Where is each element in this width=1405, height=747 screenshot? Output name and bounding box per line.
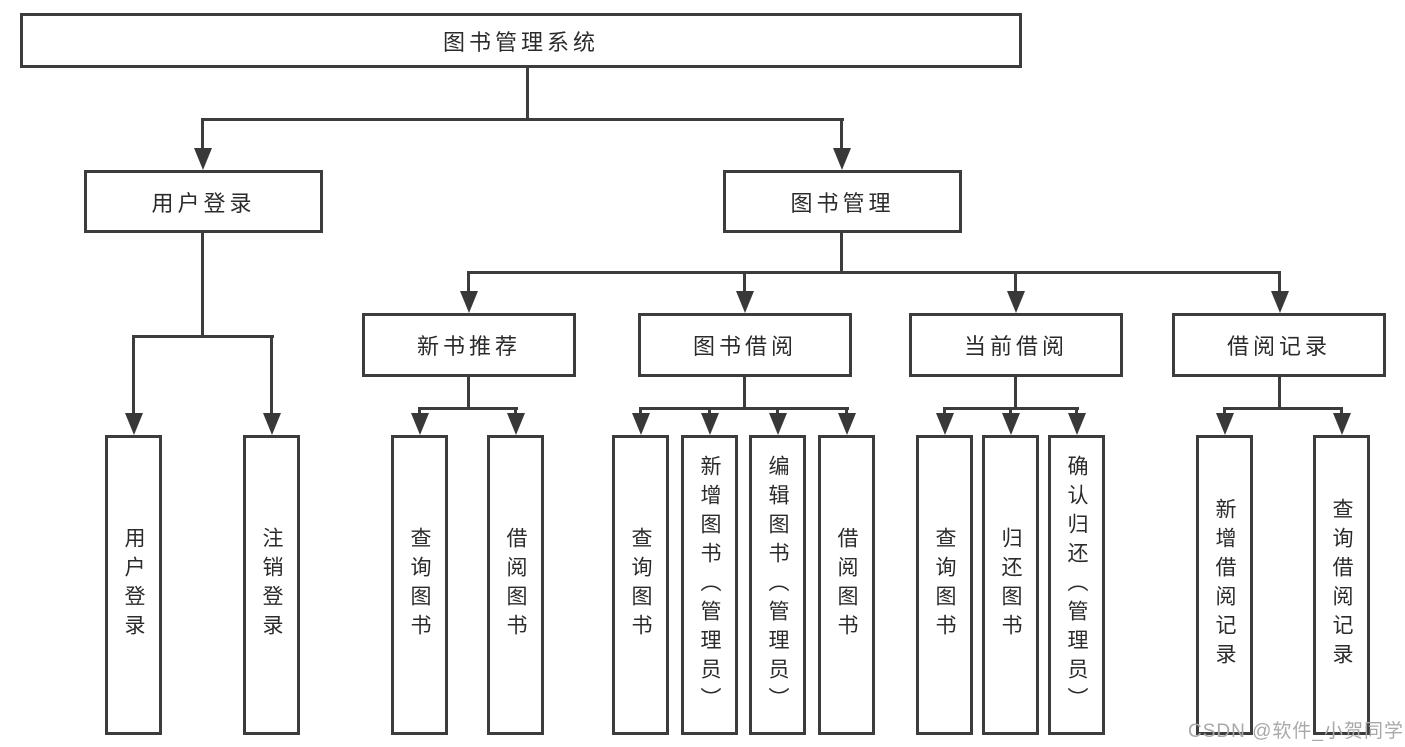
node-borrowing-records: 借阅记录 xyxy=(1172,313,1386,377)
connector-line xyxy=(132,335,135,415)
connector-line xyxy=(1014,271,1017,293)
connector-line xyxy=(418,407,421,415)
connector-line xyxy=(1278,377,1281,409)
leaf-user-login-label: 用户登录 xyxy=(122,527,145,643)
connector-line xyxy=(743,377,746,409)
arrow-down-icon xyxy=(194,148,212,170)
connector-line xyxy=(1278,271,1281,293)
leaf-edit-books-admin: 编辑图书（管理员） xyxy=(749,435,806,735)
node-root: 图书管理系统 xyxy=(20,13,1022,68)
connector-line xyxy=(1223,407,1343,410)
arrow-down-icon xyxy=(833,148,851,170)
connector-line xyxy=(1075,407,1078,415)
arrow-down-icon xyxy=(701,413,719,435)
leaf-add-books-admin: 新增图书（管理员） xyxy=(681,435,738,735)
node-user-login-label: 用户登录 xyxy=(151,190,256,216)
arrow-down-icon xyxy=(632,413,650,435)
connector-line xyxy=(418,407,518,410)
arrow-down-icon xyxy=(1271,291,1289,313)
leaf-label: 查询图书 xyxy=(629,527,652,643)
leaf-logout-label: 注销登录 xyxy=(260,527,283,643)
leaf-label: 借阅图书 xyxy=(835,527,858,643)
leaf-query-books-current: 查询图书 xyxy=(916,435,973,735)
arrow-down-icon xyxy=(936,413,954,435)
leaf-label: 编辑图书（管理员） xyxy=(766,454,789,716)
arrow-down-icon xyxy=(769,413,787,435)
connector-line xyxy=(201,118,204,150)
leaf-confirm-return-admin: 确认归还（管理员） xyxy=(1048,435,1105,735)
arrow-down-icon xyxy=(1007,291,1025,313)
connector-line xyxy=(1340,407,1343,415)
connector-line xyxy=(201,118,844,121)
leaf-query-borrow-record: 查询借阅记录 xyxy=(1313,435,1370,735)
arrow-down-icon xyxy=(411,413,429,435)
arrow-down-icon xyxy=(1068,413,1086,435)
arrow-down-icon xyxy=(125,413,143,435)
node-new-book-recommend-label: 新书推荐 xyxy=(416,334,521,359)
connector-line xyxy=(639,407,642,415)
connector-line xyxy=(1223,407,1226,415)
leaf-return-books: 归还图书 xyxy=(982,435,1039,735)
leaf-logout: 注销登录 xyxy=(243,435,300,735)
node-current-borrowing-label: 当前借阅 xyxy=(963,334,1068,359)
connector-line xyxy=(639,407,849,410)
connector-line xyxy=(1009,407,1012,415)
leaf-borrow-books: 借阅图书 xyxy=(818,435,875,735)
leaf-label: 新增借阅记录 xyxy=(1213,498,1236,672)
leaf-label: 查询图书 xyxy=(408,527,431,643)
connector-line xyxy=(132,335,274,338)
connector-line xyxy=(845,407,848,415)
leaf-user-login: 用户登录 xyxy=(105,435,162,735)
connector-line xyxy=(467,377,470,409)
node-book-borrowing-label: 图书借阅 xyxy=(692,334,797,359)
connector-line xyxy=(201,233,204,337)
connector-line xyxy=(1014,377,1017,409)
node-new-book-recommend: 新书推荐 xyxy=(362,313,576,377)
arrow-down-icon xyxy=(838,413,856,435)
connector-line xyxy=(840,118,843,150)
connector-line xyxy=(840,233,843,273)
connector-line xyxy=(743,271,746,293)
node-user-login: 用户登录 xyxy=(84,170,323,233)
arrow-down-icon xyxy=(1216,413,1234,435)
leaf-add-borrow-record: 新增借阅记录 xyxy=(1196,435,1253,735)
leaf-label: 借阅图书 xyxy=(504,527,527,643)
arrow-down-icon xyxy=(460,291,478,313)
connector-line xyxy=(708,407,711,415)
leaf-label: 查询借阅记录 xyxy=(1330,498,1353,672)
arrow-down-icon xyxy=(736,291,754,313)
leaf-query-books-borrow: 查询图书 xyxy=(612,435,669,735)
connector-line xyxy=(468,271,1281,274)
connector-line xyxy=(514,407,517,415)
leaf-query-books-recommend: 查询图书 xyxy=(391,435,448,735)
leaf-borrow-books-recommend: 借阅图书 xyxy=(487,435,544,735)
node-book-borrowing: 图书借阅 xyxy=(638,313,852,377)
csdn-watermark: CSDN @软件_小贺同学 xyxy=(1188,721,1404,742)
node-borrowing-records-label: 借阅记录 xyxy=(1226,334,1331,359)
arrow-down-icon xyxy=(507,413,525,435)
node-book-management: 图书管理 xyxy=(723,170,962,233)
leaf-label: 归还图书 xyxy=(999,527,1022,643)
arrow-down-icon xyxy=(1333,413,1351,435)
leaf-label: 查询图书 xyxy=(933,527,956,643)
arrow-down-icon xyxy=(1002,413,1020,435)
arrow-down-icon xyxy=(263,413,281,435)
leaf-label: 确认归还（管理员） xyxy=(1065,454,1088,716)
connector-line xyxy=(270,335,273,415)
leaf-label: 新增图书（管理员） xyxy=(698,454,721,716)
connector-line xyxy=(776,407,779,415)
node-current-borrowing: 当前借阅 xyxy=(909,313,1123,377)
connector-line xyxy=(526,68,529,120)
connector-line xyxy=(467,271,470,293)
connector-line xyxy=(943,407,946,415)
node-book-management-label: 图书管理 xyxy=(790,190,895,216)
node-root-label: 图书管理系统 xyxy=(442,29,599,55)
